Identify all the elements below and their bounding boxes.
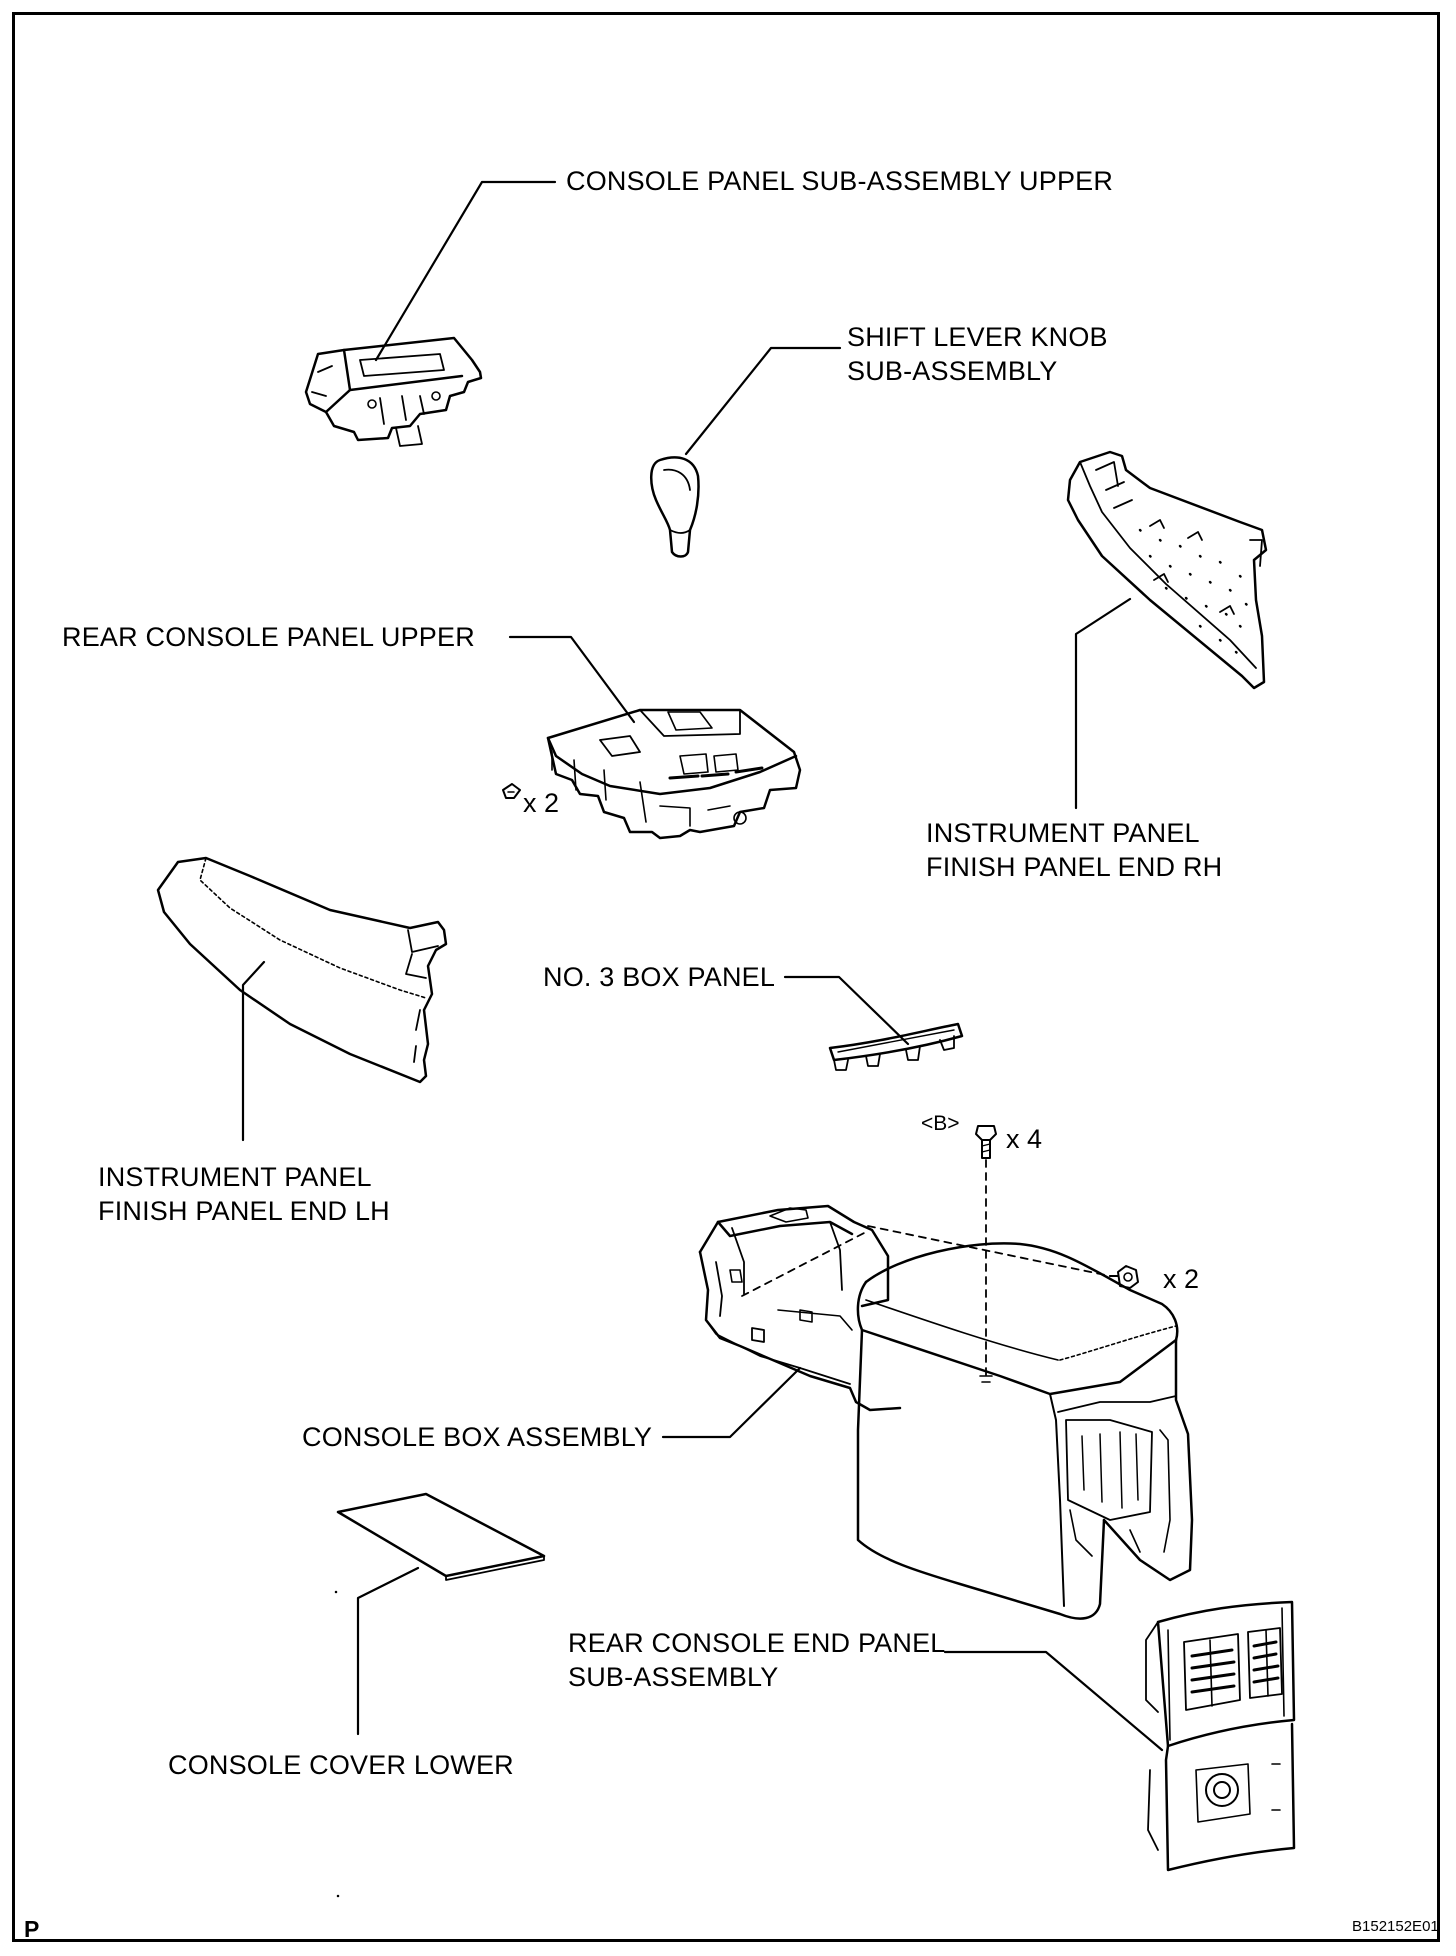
qty-b-screws: x 4 xyxy=(1006,1124,1043,1154)
leader-ip-finish-lh xyxy=(241,960,266,1142)
corner-letter: P xyxy=(24,1916,40,1942)
label-console-panel-upper: CONSOLE PANEL SUB-ASSEMBLY UPPER xyxy=(566,166,1114,196)
label-shift-knob-line1: SHIFT LEVER KNOB xyxy=(847,322,1108,352)
b-screw-part xyxy=(975,1125,997,1159)
console-panel-upper-part xyxy=(304,336,483,447)
leader-console-cover-lower xyxy=(356,1566,420,1736)
shift-lever-knob-part xyxy=(650,456,700,558)
label-shift-knob-line2: SUB-ASSEMBLY xyxy=(847,356,1058,386)
leader-rear-end-panel xyxy=(943,1650,1164,1752)
no3-box-panel-part xyxy=(828,1022,964,1071)
leader-no3-box-panel xyxy=(783,975,910,1046)
figure-code: B152152E01 xyxy=(1352,1918,1439,1935)
label-ip-finish-lh-line2: FINISH PANEL END LH xyxy=(98,1196,390,1226)
rear-console-clip-part xyxy=(502,783,521,799)
label-rear-console-upper: REAR CONSOLE PANEL UPPER xyxy=(62,622,475,652)
qty-rear-upper-clips: x 2 xyxy=(523,788,560,818)
ip-finish-panel-rh-part xyxy=(1066,450,1268,690)
leader-rear-console-upper xyxy=(508,635,636,724)
b-marker: <B> xyxy=(921,1112,960,1135)
console-cover-lower-part xyxy=(334,1492,546,1898)
console-box-bolt-part xyxy=(1109,1265,1139,1289)
ip-finish-panel-lh-part xyxy=(156,856,448,1084)
rear-console-upper-part xyxy=(546,708,802,840)
leader-ip-finish-rh xyxy=(1074,597,1132,810)
leader-console-panel-upper xyxy=(374,180,557,362)
label-ip-finish-lh-line1: INSTRUMENT PANEL xyxy=(98,1162,372,1192)
label-no3-box-panel: NO. 3 BOX PANEL xyxy=(543,962,776,992)
dashed-assembly-lines xyxy=(741,1159,1111,1379)
label-console-cover-lower: CONSOLE COVER LOWER xyxy=(168,1750,514,1780)
leader-lines xyxy=(241,180,1164,1752)
label-ip-finish-rh-line2: FINISH PANEL END RH xyxy=(926,852,1223,882)
leader-console-box xyxy=(661,1366,802,1439)
label-console-box: CONSOLE BOX ASSEMBLY xyxy=(302,1422,653,1452)
leader-shift-knob xyxy=(684,346,842,456)
label-ip-finish-rh-line1: INSTRUMENT PANEL xyxy=(926,818,1200,848)
qty-console-box-bolts: x 2 xyxy=(1163,1264,1200,1294)
figure-frame xyxy=(12,12,1440,1942)
label-rear-end-panel-line1: REAR CONSOLE END PANEL xyxy=(568,1628,946,1658)
console-box-part xyxy=(698,1204,1194,1620)
rear-end-panel-part xyxy=(1145,1600,1296,1872)
label-rear-end-panel-line2: SUB-ASSEMBLY xyxy=(568,1662,779,1692)
